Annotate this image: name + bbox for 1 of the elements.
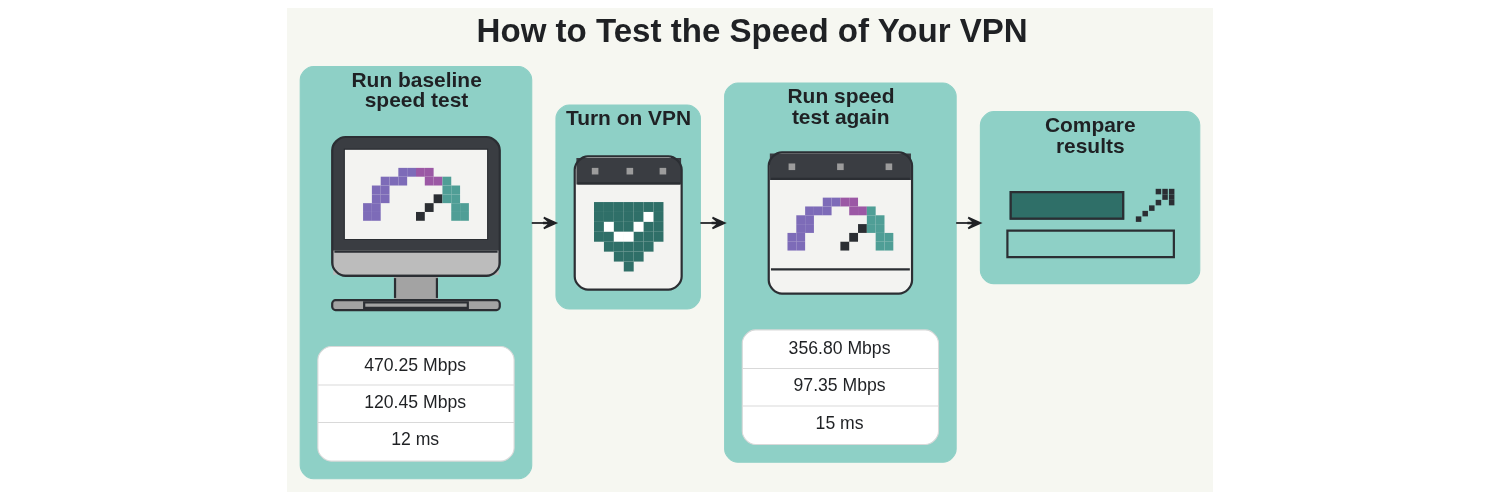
diagram-title: How to Test the Speed of Your VPN [476,12,1028,50]
